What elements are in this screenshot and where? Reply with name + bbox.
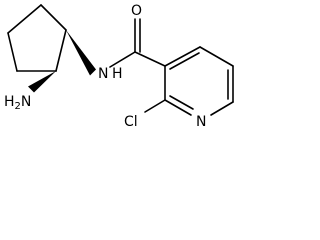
amine-label: H2N (4, 94, 31, 112)
bond-c-cl (144, 99, 166, 113)
wedge-bond-nh2 (28, 71, 56, 93)
bond-n-carbonyl (109, 51, 136, 68)
ring-bond-3 (7, 32, 18, 72)
bond-carbonyl-ring (134, 51, 166, 67)
pyr-bond-1-inner (169, 52, 200, 70)
ring-bond-1 (40, 4, 67, 31)
ring-bond-5 (55, 29, 67, 72)
pyr-bond-5-inner (169, 95, 194, 110)
pyridine-ring (164, 46, 234, 116)
chemical-structure: H2N N H O Cl N (4, 3, 234, 130)
cyclopentane-ring (7, 4, 67, 72)
pyr-bond-2 (199, 46, 234, 67)
chlorine-label: Cl (124, 114, 138, 130)
pyr-bond-1 (164, 46, 201, 67)
ring-bond-2 (7, 4, 42, 34)
amide-n-label: N (98, 66, 108, 82)
wedge-bond-nh (66, 30, 96, 76)
ring-n-label: N (196, 114, 206, 130)
pyr-bond-4 (210, 101, 234, 116)
carbonyl-o-label: O (131, 3, 142, 19)
amide-h-label: H (112, 66, 123, 82)
pyr-bond-5 (164, 99, 192, 116)
